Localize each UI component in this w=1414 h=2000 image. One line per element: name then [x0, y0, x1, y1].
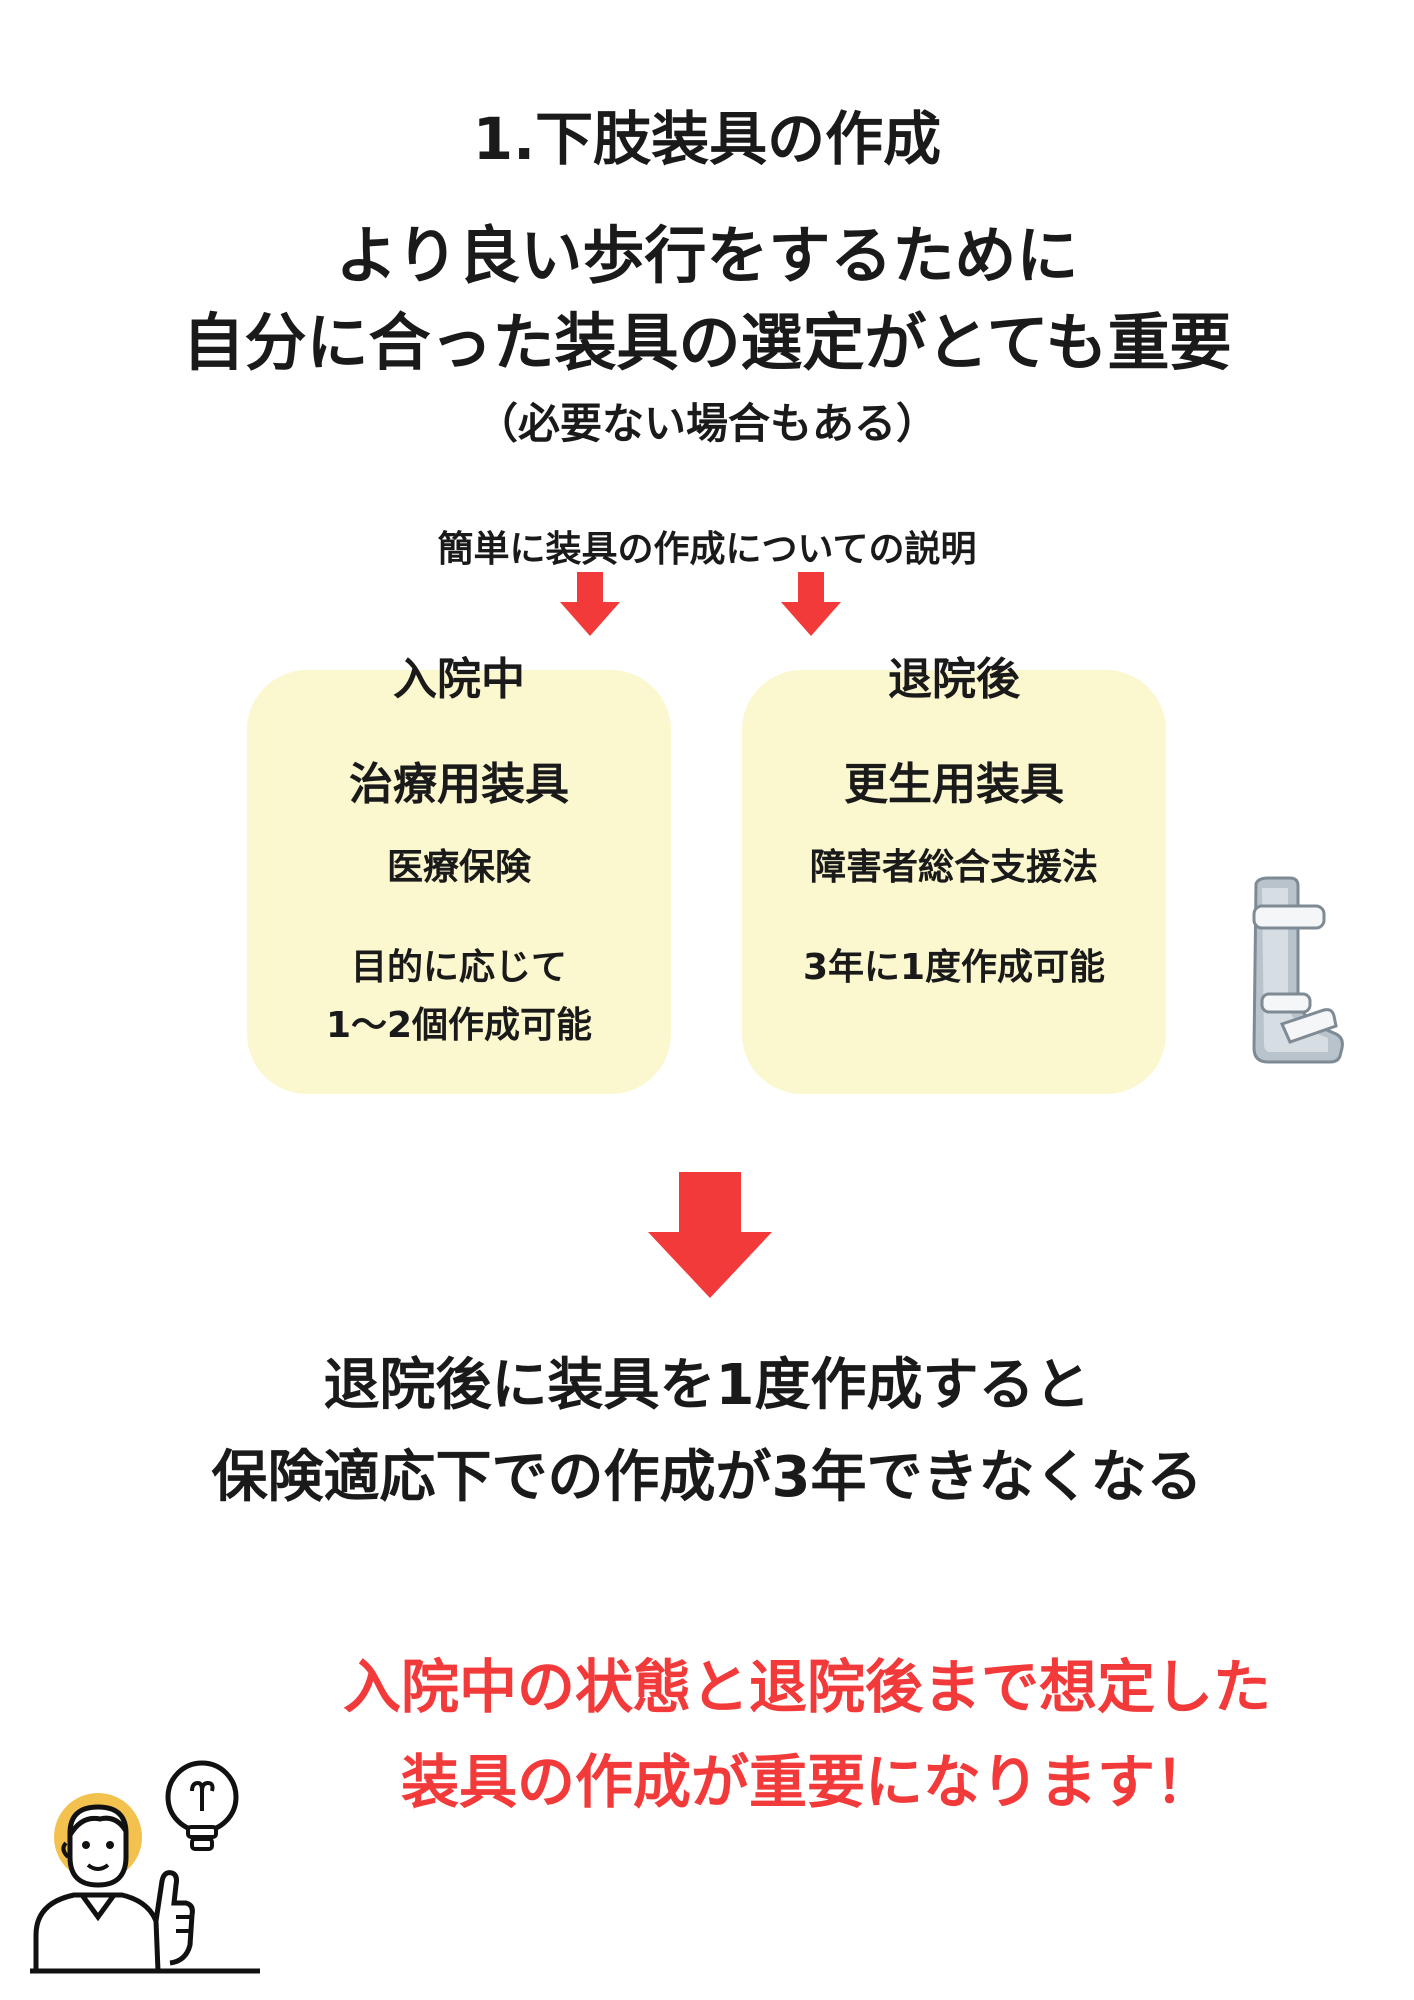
page-title: 1.下肢装具の作成 — [472, 105, 942, 173]
lead-line-2: 自分に合った装具の選定がとても重要 — [182, 306, 1232, 379]
arrow-down-left-icon — [560, 572, 620, 638]
card-inpatient-detail-2: 1〜2個作成可能 — [325, 1005, 593, 1046]
card-inpatient-type: 治療用装具 — [349, 759, 569, 810]
card-discharge-header: 退院後 — [888, 654, 1020, 705]
lead-line-1: より良い歩行をするために — [335, 219, 1079, 292]
card-discharge-detail-1: 3年に1度作成可能 — [802, 947, 1106, 988]
result-line-1: 退院後に装具を1度作成すると — [323, 1353, 1091, 1418]
card-inpatient-insurance: 医療保険 — [386, 847, 531, 888]
card-discharge: 更生用装具 障害者総合支援法 3年に1度作成可能 — [742, 670, 1166, 1094]
arrow-down-large-icon — [648, 1172, 772, 1298]
subheading: 簡単に装具の作成についての説明 — [437, 529, 977, 570]
result-line-2: 保険適応下での作成が3年できなくなる — [211, 1445, 1203, 1510]
card-inpatient-header: 入院中 — [393, 654, 525, 705]
card-discharge-type: 更生用装具 — [844, 759, 1064, 810]
arrow-down-right-icon — [781, 572, 841, 638]
emphasis-line-2: 装具の作成が重要になります！ — [400, 1748, 1213, 1816]
card-discharge-insurance: 障害者総合支援法 — [809, 847, 1098, 888]
card-inpatient: 治療用装具 医療保険 目的に応じて 1〜2個作成可能 — [247, 670, 671, 1094]
lead-note: （必要ない場合もある） — [475, 399, 938, 448]
card-inpatient-detail-1: 目的に応じて — [350, 947, 567, 988]
emphasis-line-1: 入院中の状態と退院後まで想定した — [342, 1653, 1271, 1721]
leg-brace-icon — [1252, 876, 1344, 1064]
person-idea-icon — [30, 1760, 260, 1974]
